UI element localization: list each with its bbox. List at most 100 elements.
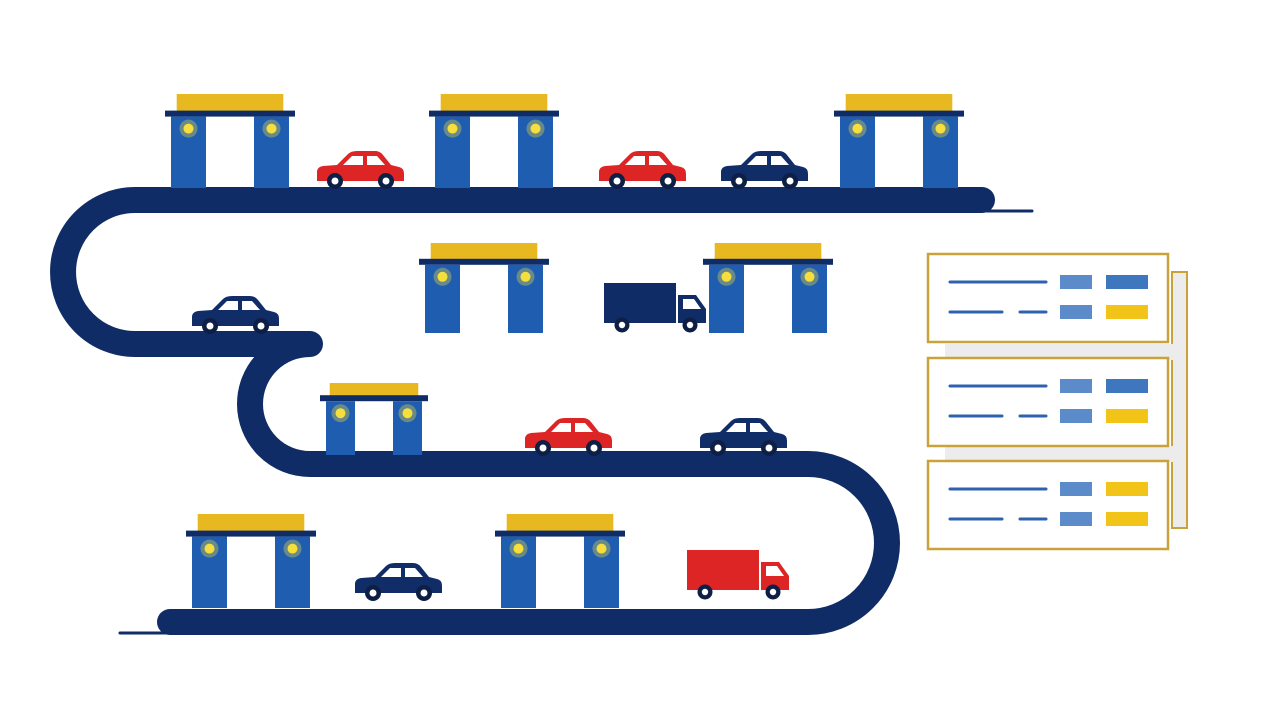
car-body [599,151,686,181]
data-panels [926,252,1188,551]
car-body [192,296,279,326]
vehicles [192,151,808,601]
panel-block [1106,512,1148,526]
panel-block [1106,275,1148,289]
car-body [525,418,612,448]
booth-beam [186,530,316,537]
wheel-hub [382,177,390,185]
wheel-hub [331,177,339,185]
panel-block [1060,379,1092,393]
car-icon [525,418,612,456]
wheel-hub [701,588,709,596]
booth-beam [320,395,428,402]
lamp-icon [447,123,458,134]
panel-connector [945,446,1175,462]
wheel-hub [257,322,265,330]
car-window [649,156,667,165]
panel-row [948,512,1148,526]
toll-booth-icon [429,94,559,188]
wheel-hub [664,177,672,185]
car-icon [599,151,686,189]
car-window [575,423,593,432]
lamp-icon [266,123,277,134]
serpentine-road [50,187,1034,635]
car-body [355,563,442,593]
truck-window [683,299,701,309]
booth-beam [834,110,964,117]
lamp-icon [596,543,607,554]
wheel-hub [206,322,214,330]
panel-block [1060,409,1092,423]
panel-block [1106,409,1148,423]
booth-roof [440,94,548,112]
booth-roof [430,243,538,260]
panel-frame [926,252,1170,344]
lamp-icon [530,123,541,134]
car-icon [192,296,279,334]
lamp-icon [520,271,531,282]
panel-stack-back [1171,271,1188,529]
car-icon [317,151,404,189]
wheel-hub [765,444,773,452]
panel-row [948,379,1148,393]
panel-block [1060,512,1092,526]
truck-icon [604,283,706,333]
car-window [242,301,260,310]
car-icon [700,418,787,456]
wheel-hub [714,444,722,452]
wheel-hub [686,321,694,329]
car-icon [355,563,442,601]
road-path [50,187,995,635]
car-body [721,151,808,181]
lamp-icon [402,408,413,419]
truck-icon [687,550,789,600]
lamp-icon [204,543,215,554]
panel-row [948,305,1148,319]
panel-block [1060,482,1092,496]
car-body [700,418,787,448]
car-window [625,156,645,165]
booth-roof [197,514,305,532]
panel-row [948,482,1148,496]
toll-booth-icon [703,243,833,333]
car-window [367,156,385,165]
lamp-icon [804,271,815,282]
lamp-icon [183,123,194,134]
wheel-hub [786,177,794,185]
wheel-hub [420,589,428,597]
toll-booth-icon [419,243,549,333]
data-panel-icon [926,356,1170,448]
car-icon [721,151,808,189]
panel-block [1060,305,1092,319]
booth-roof [329,383,419,397]
panel-block [1060,275,1092,289]
lamp-icon [335,408,346,419]
car-body [317,151,404,181]
booth-roof [176,94,284,112]
lamp-icon [852,123,863,134]
wheel-hub [735,177,743,185]
booth-roof [845,94,953,112]
truck-cargo [604,283,676,323]
wheel-hub [769,588,777,596]
car-window [551,423,571,432]
toll-booths [165,94,964,608]
panel-connector [945,344,1175,360]
car-window [747,156,767,165]
booth-beam [419,258,549,265]
panel-row [948,275,1148,289]
panel-row [948,409,1148,423]
lamp-icon [437,271,448,282]
car-window [381,568,401,577]
car-window [343,156,363,165]
booth-roof [506,514,614,532]
panel-block [1106,482,1148,496]
toll-booth-icon [165,94,295,188]
truck-window [766,566,784,576]
wheel-hub [618,321,626,329]
car-window [218,301,238,310]
data-panel-icon [926,252,1170,344]
toll-booth-icon [834,94,964,188]
